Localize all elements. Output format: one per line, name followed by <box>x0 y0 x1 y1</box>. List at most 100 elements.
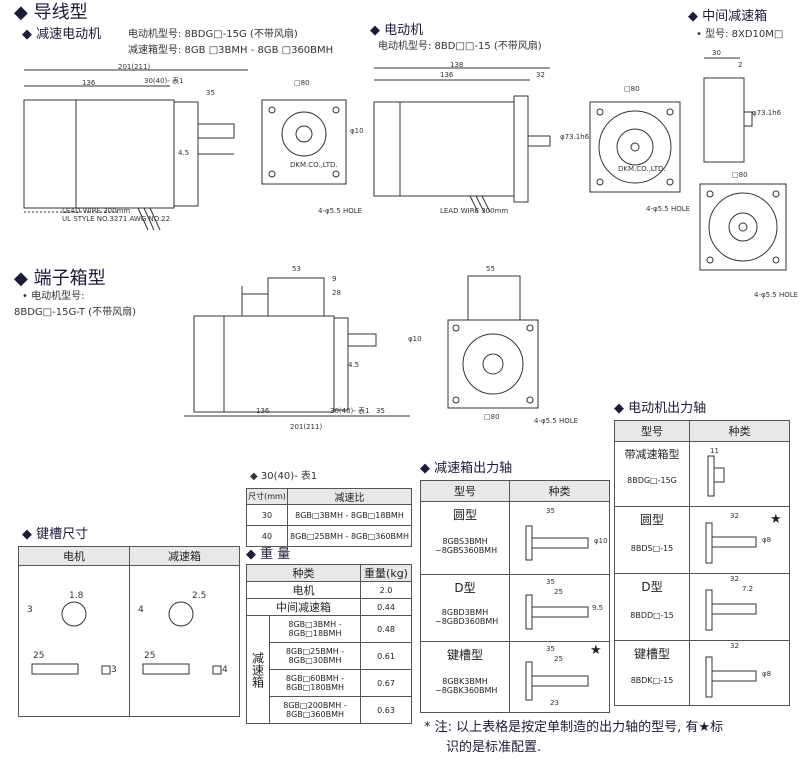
weight-grp-type-2: 8GB□60BMH - 8GB□180BMH <box>269 669 361 697</box>
gear-shaft-header-model: 型号 <box>420 480 510 502</box>
motor-model: 电动机型号: 8BD□□-15 (不带风扇) <box>378 41 542 52</box>
mid-gear-model: • 型号: 8XD10M□ <box>696 29 784 40</box>
gear-shaft-fig-2: 35 25 23 ★ <box>509 641 610 713</box>
motor-shaft-row-2: D型 8BDD□-15 <box>614 573 690 641</box>
motor-shaft-model-2: 8BDD□-15 <box>630 611 674 620</box>
terminal-box-title: 端子箱型 <box>33 268 106 289</box>
weight-header-weight: 重量(kg) <box>360 564 412 582</box>
keyway-gear-cell: 4 2.5 25 4 <box>129 565 240 717</box>
holes-label-c: 4-φ5.5 HOLE <box>534 417 579 425</box>
table1-header-size: 尺寸(mm) <box>246 488 288 505</box>
footnote-line2: 识的是标准配置. <box>446 740 542 755</box>
motor-shaft-header-kind: 种类 <box>689 420 790 442</box>
gear-shaft-header-kind: 种类 <box>509 480 610 502</box>
gear-shaft-fig-1: 35 25 9.5 <box>509 574 610 642</box>
motor-shaft-name-3: 键槽型 <box>633 647 670 661</box>
dim-2-mid: 2 <box>738 61 743 69</box>
footnote-line1: * 注: 以上表格是按定单制造的出力轴的型号, 有★标 <box>424 720 724 735</box>
motor-shaft-name-2: D型 <box>641 580 663 594</box>
motor-shaft-d1-3: 32 <box>730 642 739 650</box>
dim-30-40: 30(40)- 表1 <box>144 77 184 85</box>
keyway-gear-depth: 4 <box>138 605 144 615</box>
mid-gear-front-drawing <box>692 180 792 292</box>
weight-grp-type-3: 8GB□200BMH - 8GB□360BMH <box>269 696 361 724</box>
motor-shaft-header-model: 型号 <box>614 420 690 442</box>
motor-shaft-star-1: ★ <box>770 512 782 527</box>
dim-phi73-mid: φ73.1h6 <box>752 109 782 117</box>
weight-type-0: 电机 <box>246 581 361 599</box>
motor-side-drawing <box>370 62 560 212</box>
reducer-motor-title: 减速电动机 <box>36 27 102 42</box>
dim-32: 32 <box>536 71 545 79</box>
weight-grp-val-0: 0.48 <box>360 615 412 643</box>
mid-gear-title: 中间减速箱 <box>702 9 768 24</box>
motor-shaft-heading: ◆ 电动机出力轴 <box>614 401 707 416</box>
motor-shaft-d1-0: 11 <box>710 447 719 455</box>
motor-shaft-d1-2: 32 <box>730 575 739 583</box>
keyway-col-motor: 电机 <box>18 546 130 566</box>
gear-shaft-d1-0: 35 <box>546 507 555 515</box>
gear-shaft-star-2: ★ <box>590 643 602 658</box>
dim-80-b: □80 <box>624 85 640 93</box>
maker-label-a: DKM.CO.,LTD. <box>290 161 338 169</box>
motor-shaft-name-1: 圆型 <box>639 513 664 527</box>
weight-grp-val-2: 0.67 <box>360 669 412 697</box>
motor-title: 电动机 <box>384 23 424 38</box>
dim-80-mid: □80 <box>732 171 748 179</box>
gear-shaft-d2-2: 25 <box>554 655 563 663</box>
table1-title: ◆ 30(40)- 表1 <box>250 471 318 482</box>
dim-53: 53 <box>292 265 301 273</box>
terminal-model: 8BDG□-15G-T (不带风扇) <box>14 307 136 318</box>
maker-label-b: DKM.CO.,LTD. <box>618 165 666 173</box>
dim-55: 55 <box>486 265 495 273</box>
dim-138: 138 <box>450 61 464 69</box>
dim-phi10-a: φ10 <box>350 127 364 135</box>
reducer-gearbox-model: 减速箱型号: 8GB □3BMH - 8GB □360BMH <box>128 45 334 56</box>
keyway-title: 键槽尺寸 <box>36 527 89 542</box>
gear-shaft-name-1: D型 <box>454 581 476 595</box>
dim-80-c: □80 <box>484 413 500 421</box>
gear-shaft-models-1: 8GBD3BMH ~8GBD360BMH <box>435 608 499 626</box>
gear-shaft-d3-2: 23 <box>550 699 559 707</box>
gear-shaft-title: 减速箱出力轴 <box>434 461 513 476</box>
motor-shaft-fig-2: 32 7.2 <box>689 573 790 641</box>
table1-ratio-0: 8GB□3BMH - 8GB□18BMH <box>287 504 412 526</box>
terminal-box-heading: ◆ 端子箱型 <box>14 268 106 289</box>
keyway-gear-width: 2.5 <box>192 591 207 601</box>
gear-shaft-models-2: 8GBK3BMH ~8GBK360BMH <box>435 677 498 695</box>
dim-201: 201(211) <box>118 63 151 71</box>
keyway-motor-square: 3 <box>111 665 117 675</box>
gear-shaft-d2-1: 25 <box>554 588 563 596</box>
gear-shaft-d3-1: 9.5 <box>592 604 604 612</box>
holes-label-a: 4-φ5.5 HOLE <box>318 207 363 215</box>
gear-shaft-row-2: 键槽型 8GBK3BMH ~8GBK360BMH <box>420 641 510 713</box>
gear-shaft-name-0: 圆型 <box>452 508 477 522</box>
mid-gear-side-drawing <box>700 54 790 166</box>
keyway-gear-length: 25 <box>144 651 156 661</box>
weight-grp-val-3: 0.63 <box>360 696 412 724</box>
table1-size-1: 40 <box>246 525 288 547</box>
motor-shaft-title: 电动机出力轴 <box>628 401 707 416</box>
mid-gear-model-text: 型号: 8XD10M□ <box>705 29 784 40</box>
motor-shaft-table: 型号种类 带减速箱型 8BDG□-15G 11 圆型 8BDS□-15 32 φ… <box>614 420 790 706</box>
motor-shaft-row-1: 圆型 8BDS□-15 <box>614 506 690 574</box>
weight-val-1: 0.44 <box>360 598 412 616</box>
dim-4-5: 4.5 <box>178 149 190 157</box>
ul-style-label: UL STYLE NO.3271 AWG NO.22 <box>62 215 171 223</box>
dim-28: 28 <box>332 289 341 297</box>
keyway-col-gear: 减速箱 <box>129 546 240 566</box>
motor-shaft-d2-3: φ8 <box>762 670 772 678</box>
gear-shaft-name-2: 键槽型 <box>446 648 483 662</box>
lead-wire-label: LEAD WIRE 300mm <box>62 207 131 215</box>
section-title-wire-type: ◆ 导线型 <box>14 2 88 23</box>
gear-shaft-heading: ◆ 减速箱出力轴 <box>420 461 513 476</box>
gear-shaft-models-0: 8GBS3BMH ~8GBS360BMH <box>435 537 498 555</box>
weight-header-type: 种类 <box>246 564 361 582</box>
gear-shaft-row-0: 圆型 8GBS3BMH ~8GBS360BMH <box>420 501 510 575</box>
gear-shaft-d1-1: 35 <box>546 578 555 586</box>
dim-30-mid: 30 <box>712 49 721 57</box>
keyway-motor-width: 1.8 <box>69 591 84 601</box>
dim-phi10-b: φ10 <box>408 335 422 343</box>
